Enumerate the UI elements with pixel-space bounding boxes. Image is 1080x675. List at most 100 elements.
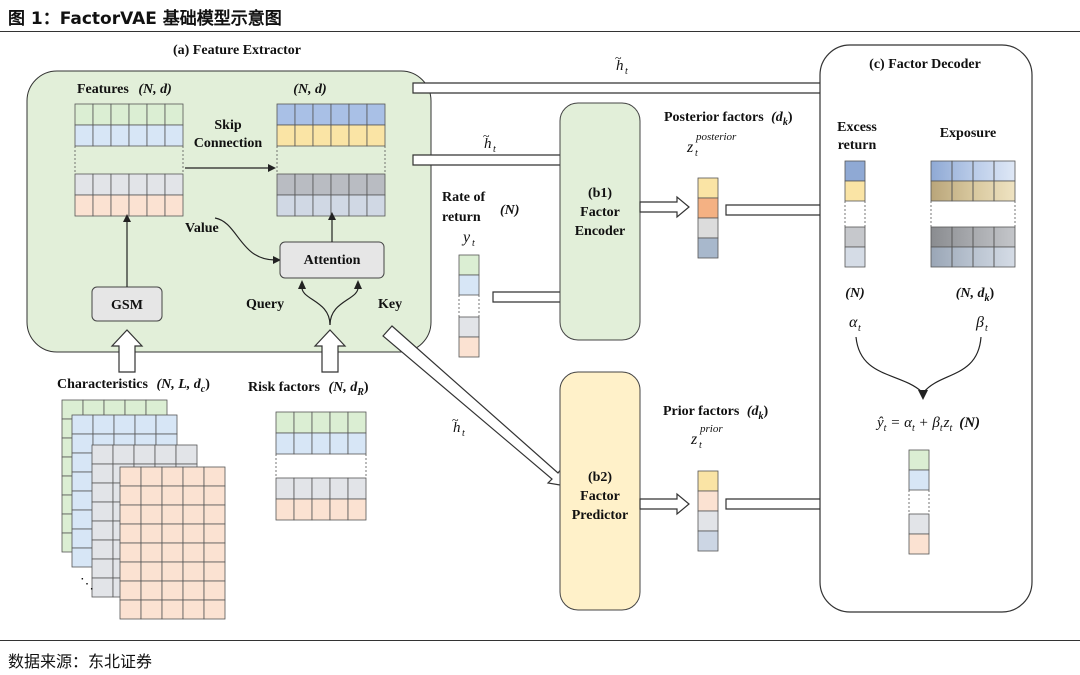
matrix-cell bbox=[294, 103, 314, 126]
sheet-cell bbox=[91, 520, 114, 541]
sheet-cell bbox=[203, 599, 226, 620]
risk-factors-grid bbox=[275, 411, 367, 521]
rate-dims: (N) bbox=[500, 203, 519, 218]
factor-predictor-box bbox=[559, 371, 641, 611]
skip-arrow-head bbox=[268, 164, 276, 172]
vector-cell bbox=[697, 217, 719, 239]
beta-dims: (N, dk) bbox=[956, 286, 995, 304]
sheet-cell bbox=[155, 414, 178, 435]
matrix-cell bbox=[128, 124, 148, 147]
matrix-cell bbox=[312, 194, 332, 217]
decoder-equation: ŷt = αt + βtzt(N) bbox=[875, 415, 980, 434]
matrix-cell bbox=[330, 103, 350, 126]
sheet-cell bbox=[140, 561, 163, 582]
alpha-dims: (N) bbox=[845, 286, 864, 301]
vector-cell bbox=[908, 449, 930, 471]
svg-text:z: z bbox=[690, 431, 698, 448]
posterior-symbol: z t posterior bbox=[686, 131, 737, 159]
matrix-cell bbox=[366, 124, 386, 147]
posterior-vector bbox=[697, 177, 719, 259]
posterior-to-decoder-arrow bbox=[725, 198, 836, 222]
sheet-cell bbox=[140, 599, 163, 620]
query-label: Query bbox=[246, 297, 284, 312]
predictor-label-1: (b2) bbox=[588, 470, 612, 485]
matrix-cell bbox=[294, 173, 314, 196]
matrix-cell bbox=[347, 411, 367, 434]
matrix-cell bbox=[312, 124, 332, 147]
sheet-cell bbox=[161, 523, 184, 544]
matrix-cell bbox=[275, 432, 295, 455]
rate-symbol: y t bbox=[461, 229, 475, 249]
value-label: Value bbox=[185, 221, 219, 236]
matrix-cell bbox=[110, 194, 130, 217]
factorvae-diagram: (a) Feature Extractor Features (N, d) (N… bbox=[26, 43, 1033, 620]
rate-label-1: Rate of bbox=[442, 190, 485, 205]
predictor-label-2: Factor bbox=[580, 489, 620, 504]
sheet-cell bbox=[182, 523, 205, 544]
matrix-cell bbox=[347, 477, 367, 500]
sheet-cell bbox=[113, 414, 136, 435]
matrix-cell bbox=[164, 103, 184, 126]
matrix-cell bbox=[347, 498, 367, 521]
sheet-cell bbox=[203, 561, 226, 582]
sheet-cell bbox=[175, 444, 198, 465]
exposure-matrix bbox=[930, 160, 1016, 268]
sheet-cell bbox=[71, 509, 94, 530]
matrix-cell bbox=[74, 194, 94, 217]
features-label: Features (N, d) bbox=[77, 82, 172, 97]
sheet-cell bbox=[134, 414, 157, 435]
matrix-cell bbox=[164, 173, 184, 196]
matrix-cell bbox=[110, 173, 130, 196]
sheet-cell bbox=[140, 523, 163, 544]
char-input-arrow bbox=[110, 329, 144, 373]
sheet-cell bbox=[140, 542, 163, 563]
svg-text:t: t bbox=[858, 323, 861, 334]
matrix-cell bbox=[275, 477, 295, 500]
sheet-cell bbox=[161, 561, 184, 582]
matrix-cell bbox=[330, 173, 350, 196]
value-arrow bbox=[214, 217, 276, 261]
sheet-cell bbox=[119, 580, 142, 601]
sheet-cell bbox=[71, 547, 94, 568]
sheet-cell bbox=[91, 482, 114, 503]
matrix-cell bbox=[312, 173, 332, 196]
encoder-label-3: Encoder bbox=[575, 224, 626, 239]
matrix-cell bbox=[366, 173, 386, 196]
sheet-cell bbox=[161, 485, 184, 506]
sheet-cell bbox=[182, 580, 205, 601]
vector-cell bbox=[458, 274, 480, 296]
svg-text:β: β bbox=[975, 314, 984, 331]
sheet-cell bbox=[71, 528, 94, 549]
matrix-cell bbox=[294, 194, 314, 217]
matrix-cell bbox=[293, 498, 313, 521]
sheet-cell bbox=[71, 433, 94, 454]
sheet-cell bbox=[140, 485, 163, 506]
sheet-cell bbox=[140, 466, 163, 487]
decoder-title: (c) Factor Decoder bbox=[869, 57, 981, 72]
sheet-cell bbox=[119, 561, 142, 582]
sheet-cell bbox=[161, 504, 184, 525]
matrix-cell bbox=[366, 194, 386, 217]
prior-vector bbox=[697, 470, 719, 552]
matrix-cell bbox=[366, 103, 386, 126]
top-rule bbox=[0, 31, 1080, 32]
svg-text:t: t bbox=[493, 144, 496, 155]
sheet-cell bbox=[133, 444, 156, 465]
sheet-cell bbox=[182, 542, 205, 563]
svg-text:h: h bbox=[616, 58, 624, 74]
sheet-cell bbox=[203, 504, 226, 525]
matrix-cell bbox=[330, 124, 350, 147]
svg-text:t: t bbox=[699, 440, 702, 451]
matrix-cell bbox=[164, 194, 184, 217]
risk-input-arrow bbox=[313, 329, 347, 373]
svg-text:posterior: posterior bbox=[695, 131, 737, 143]
matrix-cell bbox=[329, 498, 349, 521]
sheet-cell bbox=[119, 542, 142, 563]
matrix-cell bbox=[276, 124, 296, 147]
matrix-cell bbox=[293, 411, 313, 434]
sheet-cell bbox=[91, 558, 114, 579]
matrix-cell bbox=[146, 173, 166, 196]
sheet-cell bbox=[182, 504, 205, 525]
sheet-cell bbox=[119, 599, 142, 620]
bottom-rule bbox=[0, 640, 1080, 641]
